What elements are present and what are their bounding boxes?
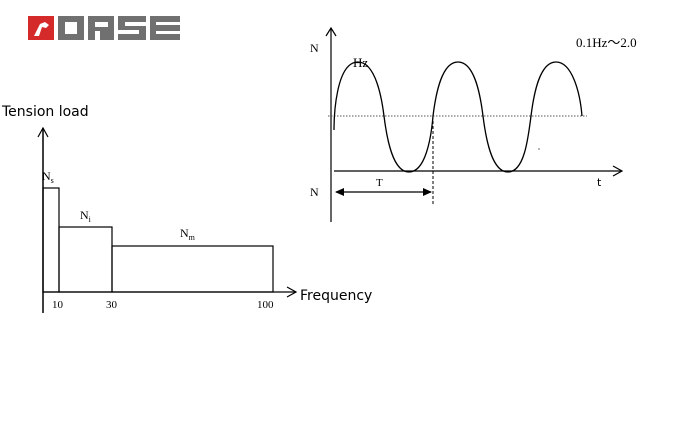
period-arrow-right-icon xyxy=(423,188,432,196)
hz-label: Hz xyxy=(353,55,368,70)
y-axis-arrow-icon xyxy=(37,126,49,138)
n-axis-arrow-icon xyxy=(325,26,337,37)
bar-nm xyxy=(111,245,274,293)
t-axis-label: t xyxy=(597,176,602,189)
x-tick-10: 10 xyxy=(52,299,64,311)
n-axis-label-top: N xyxy=(310,41,319,55)
period-arrow-left-icon xyxy=(335,188,344,196)
horse-head-icon xyxy=(34,22,49,36)
bar-label-ns: Ns xyxy=(42,169,54,185)
x-axis-label: Frequency xyxy=(300,288,372,304)
horse-logo: HORSE xyxy=(28,16,180,40)
bar-label-nm: Nm xyxy=(180,226,196,242)
bar-label-ni: Ni xyxy=(80,208,92,224)
stray-dot xyxy=(538,148,540,150)
n-axis-label-bottom: N xyxy=(310,185,319,199)
period-label: T xyxy=(376,177,383,189)
frequency-range-label: 0.1Hz～2.0 xyxy=(576,35,637,50)
x-tick-30: 30 xyxy=(106,299,118,311)
x-axis-arrow-icon xyxy=(286,286,298,298)
x-tick-100: 100 xyxy=(257,299,274,311)
sine-wave xyxy=(333,61,583,173)
y-axis-label: Tension load xyxy=(1,104,89,120)
t-axis-arrow-icon xyxy=(612,165,624,177)
